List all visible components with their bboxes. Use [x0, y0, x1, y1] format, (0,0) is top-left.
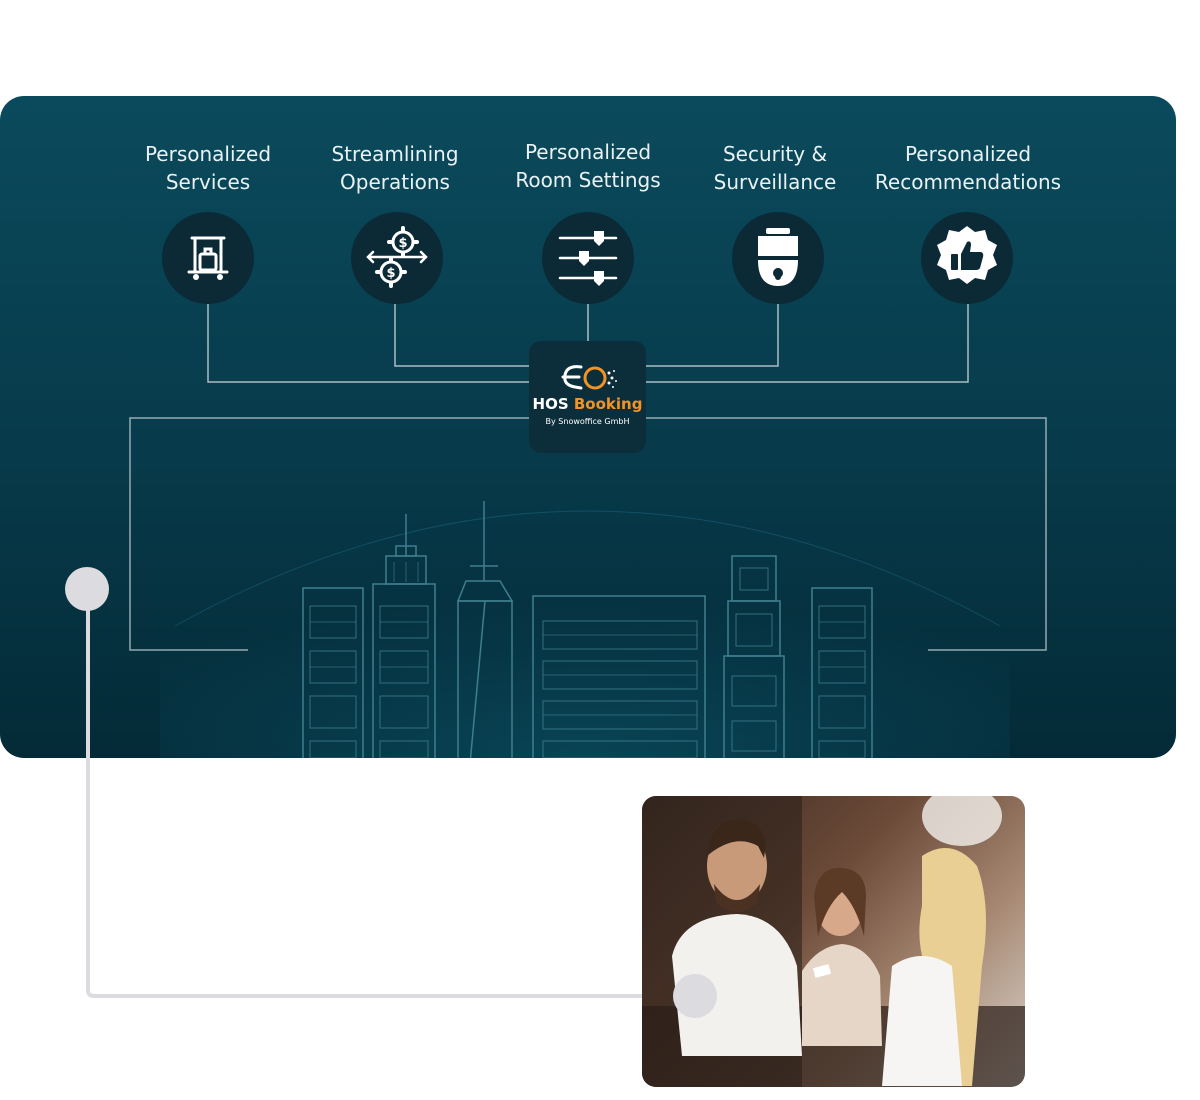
dome-outline	[174, 510, 1001, 627]
feature-streamlining-operations: Streamlining Operations	[295, 140, 495, 196]
feature-label: Personalized Services	[144, 142, 272, 194]
skyline	[302, 501, 873, 758]
city-frame	[129, 417, 1047, 651]
feature-personalized-recommendations: Personalized Recommendations	[868, 140, 1068, 196]
gears-dollar-icon: $ $	[351, 212, 443, 304]
panel-background	[129, 304, 1047, 758]
feature-personalized-services: Personalized Services	[108, 140, 308, 196]
feature-label: Personalized Recommendations	[874, 142, 1062, 194]
hotel-reception-photo	[642, 796, 1025, 1087]
feature-label: Personalized Room Settings	[515, 140, 661, 192]
connector-dot-start	[65, 567, 109, 611]
luggage-cart-icon	[162, 212, 254, 304]
diagram-panel: Personalized Services Streamlining Opera…	[0, 96, 1176, 758]
brand-subtitle: By Snowoffice GmbH	[545, 417, 630, 426]
thumbs-up-badge-icon	[921, 212, 1013, 304]
sliders-icon	[542, 212, 634, 304]
window-mullions	[310, 562, 865, 716]
connector-dot-end	[673, 974, 717, 1018]
hos-booking-logo: HOS Booking By Snowoffice GmbH	[529, 341, 646, 453]
feature-connectors	[207, 304, 969, 383]
feature-personalized-room-settings: Personalized Room Settings	[488, 138, 688, 194]
svg-text:$: $	[386, 266, 395, 281]
security-camera-icon	[732, 212, 824, 304]
brand-name-booking: Booking	[573, 395, 643, 413]
brand-name: HOS Booking	[529, 395, 646, 413]
brand-name-hos: HOS	[532, 395, 574, 413]
feature-label: Security & Surveillance	[713, 142, 837, 194]
feature-security-surveillance: Security & Surveillance	[675, 140, 875, 196]
feature-label: Streamlining Operations	[331, 142, 459, 194]
logo-mark	[561, 365, 617, 390]
svg-text:$: $	[398, 236, 407, 251]
